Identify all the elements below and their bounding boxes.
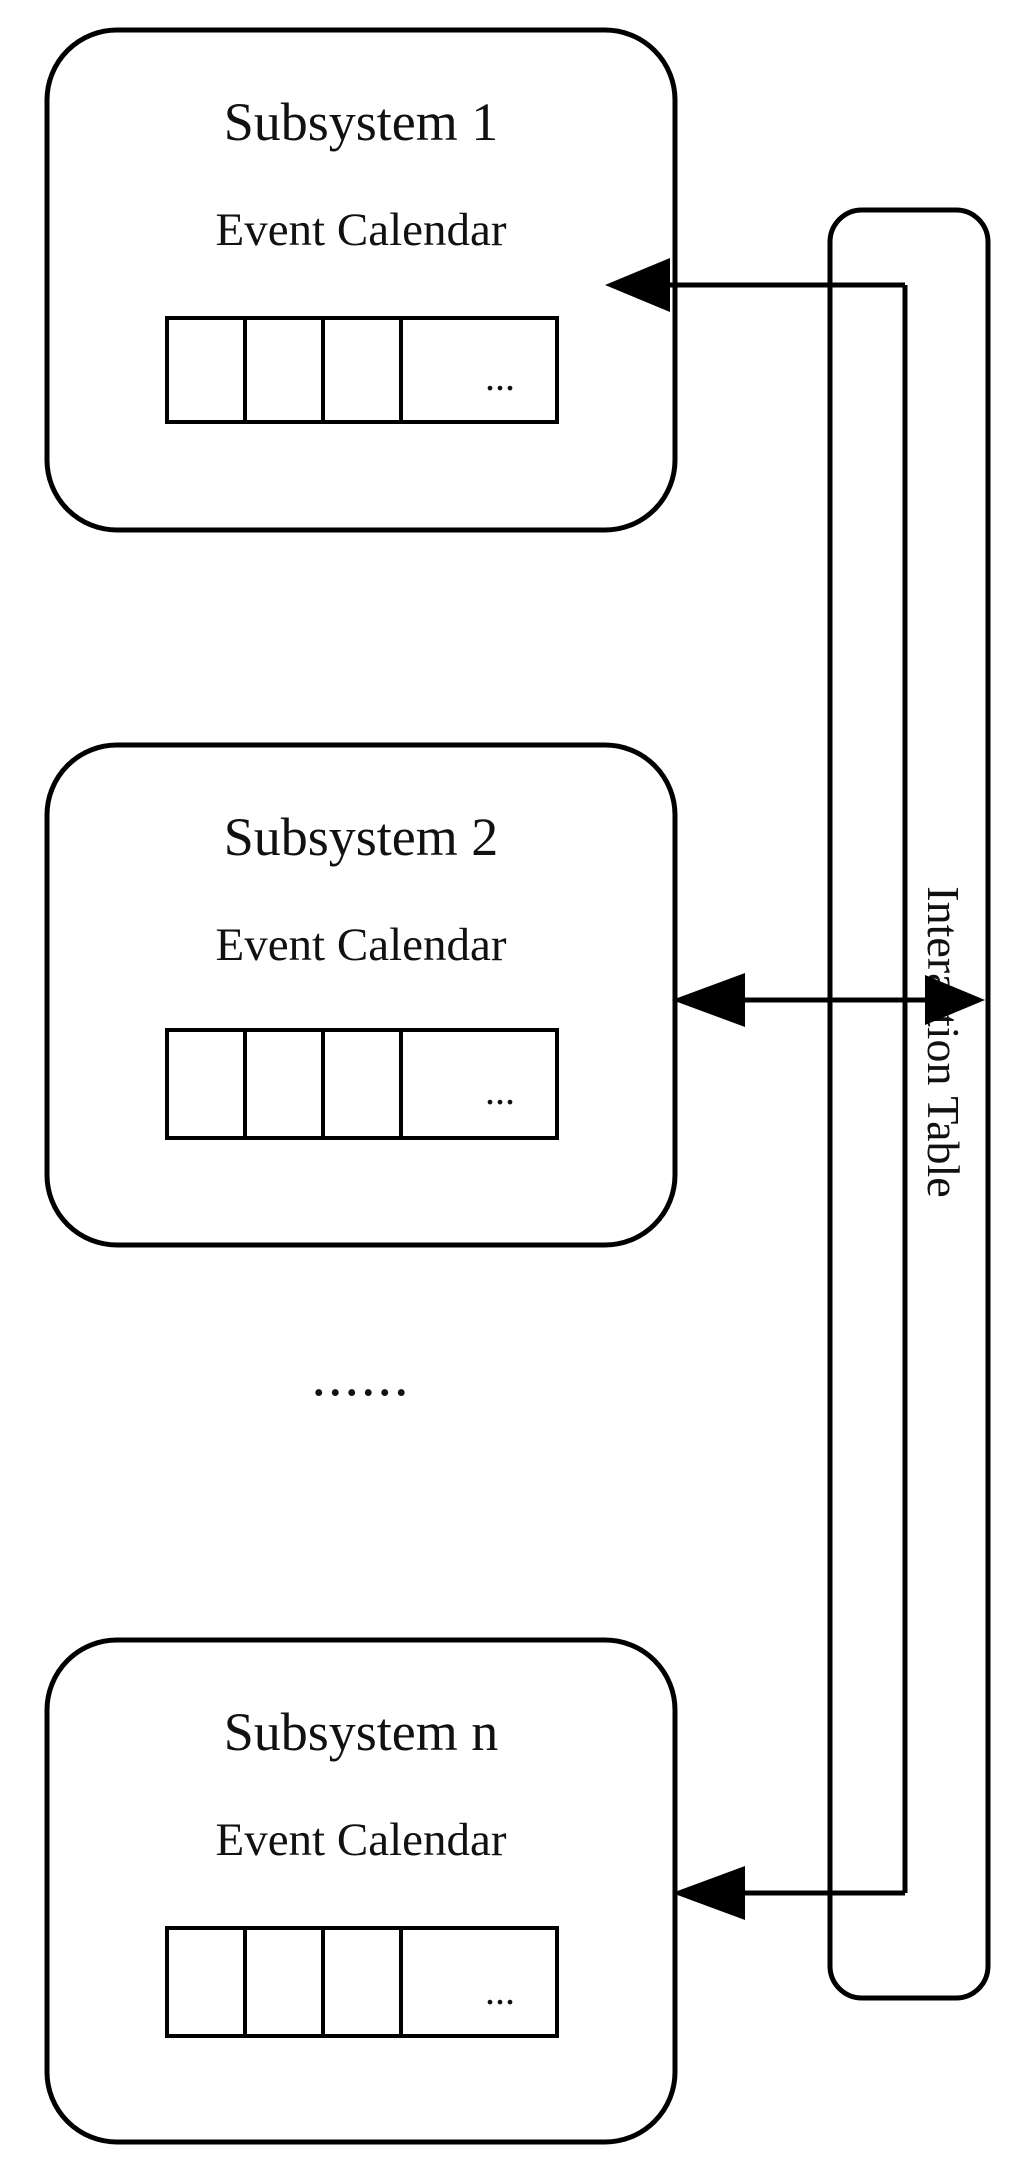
subsystem-n-event-calendar: ... xyxy=(165,1926,559,2038)
subsystem-1-calendar-overflow: ... xyxy=(485,354,515,399)
subsystem-1-calendar-label: Event Calendar xyxy=(215,204,506,256)
subsystem-1-event-calendar: ... xyxy=(165,316,559,424)
arrowhead-subsystem-1 xyxy=(605,258,670,312)
arrowhead-subsystem-2 xyxy=(672,973,745,1027)
subsystem-1-title: Subsystem 1 xyxy=(224,92,499,152)
subsystem-2-calendar-overflow: ... xyxy=(485,1068,515,1113)
subsystem-1-box: Subsystem 1 Event Calendar ... xyxy=(44,27,678,533)
subsystem-n-box: Subsystem n Event Calendar ... xyxy=(44,1637,678,2145)
interaction-connectors xyxy=(605,258,985,1920)
arrowhead-interaction-table xyxy=(925,975,985,1025)
subsystem-n-title: Subsystem n xyxy=(224,1702,499,1762)
interaction-table: Interaction Table xyxy=(827,207,991,2001)
interaction-table-label: Interaction Table xyxy=(918,886,969,1197)
subsystem-2-box: Subsystem 2 Event Calendar ... xyxy=(44,742,678,1248)
subsystem-2-title: Subsystem 2 xyxy=(224,807,499,867)
subsystem-n-calendar-label: Event Calendar xyxy=(215,1814,506,1866)
subsystem-2-calendar-label: Event Calendar xyxy=(215,919,506,971)
arrowhead-subsystem-n xyxy=(672,1866,745,1920)
subsystem-2-event-calendar: ... xyxy=(165,1028,559,1140)
more-subsystems-ellipsis: ...... xyxy=(312,1343,411,1408)
subsystem-n-calendar-overflow: ... xyxy=(485,1968,515,2013)
